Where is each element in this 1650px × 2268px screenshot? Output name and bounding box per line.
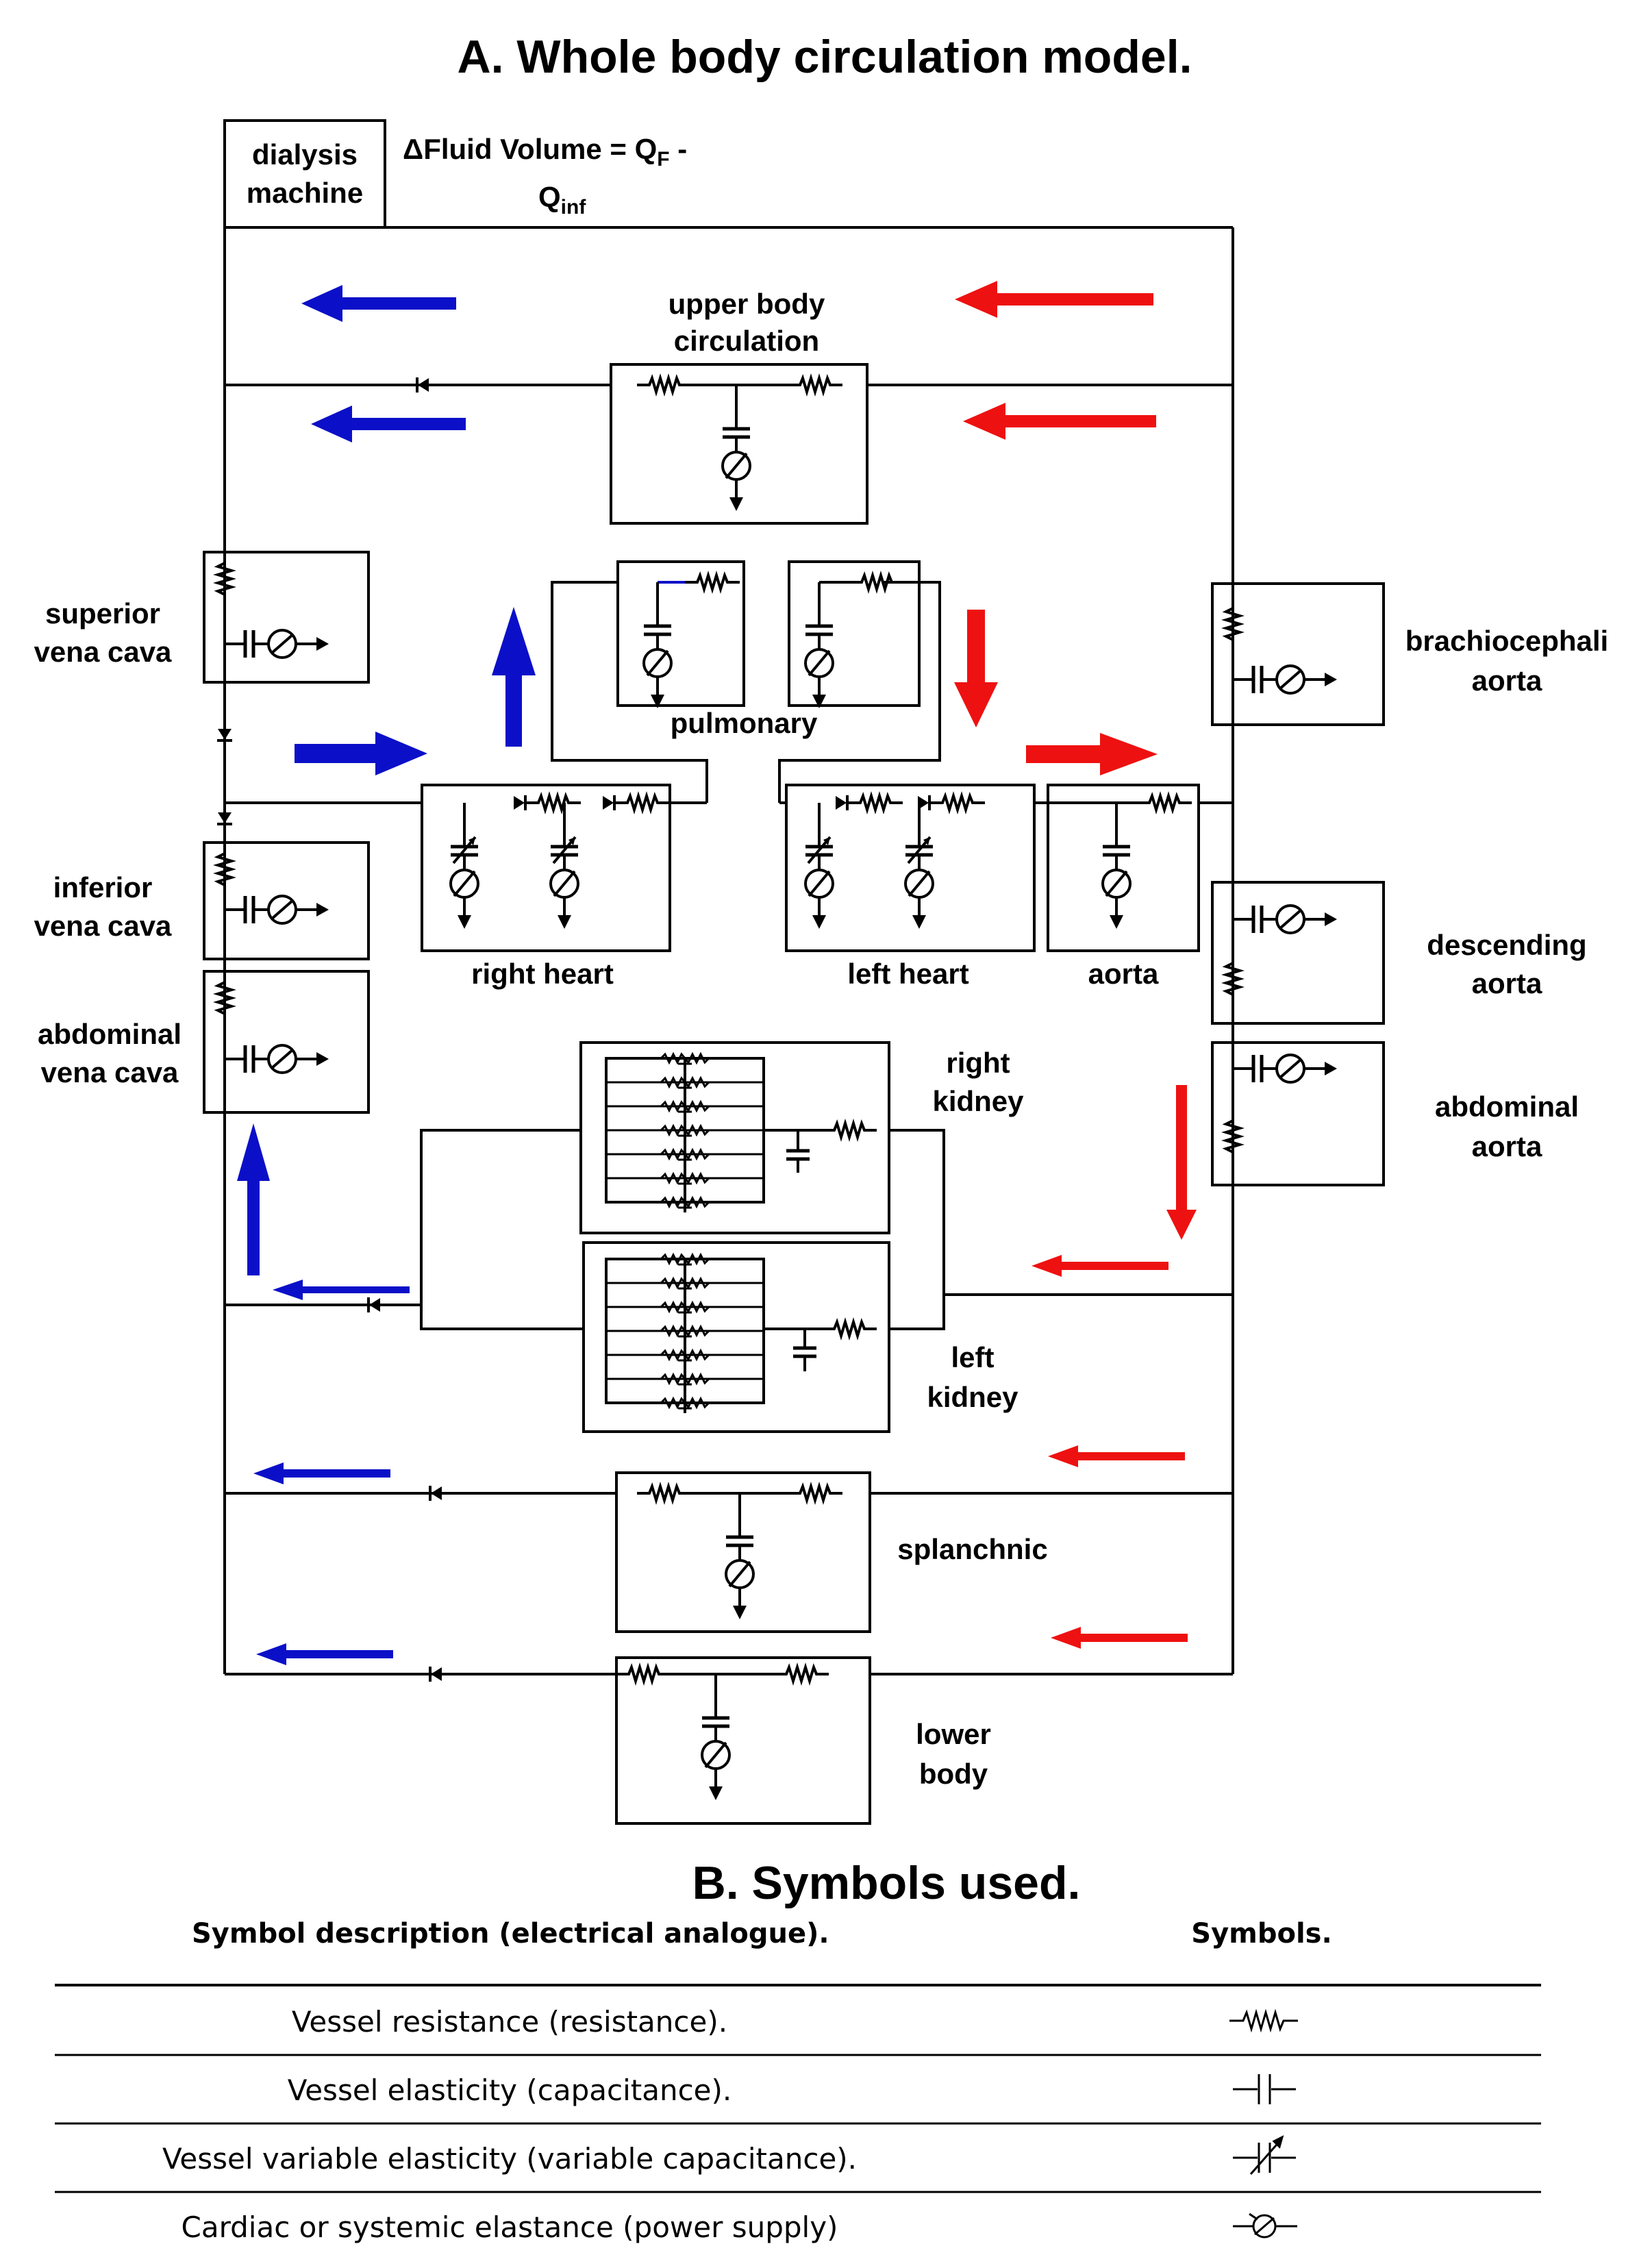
ivc-label-2: vena cava	[34, 910, 172, 942]
dialysis-label-2: machine	[247, 177, 363, 209]
variable-capacitor-icon	[1233, 2135, 1296, 2175]
lower-body-label-2: body	[919, 1758, 988, 1790]
table-header-description: Symbol description (electrical analogue)…	[192, 1918, 829, 1949]
arterial-arrow-icon	[1032, 1255, 1168, 1277]
venous-arrow-icon	[237, 1123, 270, 1275]
dialysis-machine-box	[223, 119, 386, 229]
venous-arrow-icon	[253, 1462, 390, 1484]
arterial-arrow-icon	[963, 403, 1156, 440]
rk-label-2: kidney	[932, 1085, 1024, 1117]
upper-body-label-2: circulation	[674, 325, 819, 357]
splanchnic-valve-icon	[429, 1484, 443, 1502]
table-row-desc-2: Vessel elasticity (capacitance).	[288, 2073, 732, 2107]
resistor-icon	[1229, 2008, 1298, 2033]
avc-label-1: abdominal	[38, 1018, 182, 1050]
arterial-arrow-icon	[1051, 1627, 1188, 1649]
abdominal-aorta-box	[1211, 1041, 1385, 1186]
aorta-box	[1047, 784, 1200, 952]
svc-valve-icon	[216, 727, 234, 742]
abd-label-2: aorta	[1472, 1130, 1542, 1162]
abd-label-1: abdominal	[1435, 1091, 1579, 1123]
left-heart-label: left heart	[847, 958, 968, 990]
arterial-flow-arrows	[954, 281, 1197, 1649]
ivc-label-1: inferior	[53, 871, 153, 904]
venous-arrow-icon	[492, 607, 536, 747]
table-row-desc-1: Vessel resistance (resistance).	[292, 2005, 727, 2039]
capacitor-icon	[1233, 2074, 1296, 2104]
venous-arrow-icon	[311, 406, 466, 443]
kidney-valve-icon	[367, 1296, 382, 1314]
lower-body-label-1: lower	[916, 1718, 991, 1750]
svc-label-1: superior	[45, 597, 160, 630]
lower-body-box	[615, 1656, 871, 1825]
abdominal-vena-cava-box	[203, 970, 370, 1114]
brach-label-1: brachiocephali	[1405, 625, 1608, 657]
rk-label-1: right	[946, 1047, 1010, 1079]
arterial-arrow-icon	[1166, 1085, 1197, 1240]
kidney-wiring	[420, 1129, 945, 1330]
left-kidney-box	[582, 1241, 890, 1433]
arterial-arrow-icon	[1048, 1445, 1185, 1467]
arterial-arrow-icon	[1026, 733, 1158, 775]
arterial-arrow-icon	[955, 281, 1153, 318]
right-heart-box	[421, 784, 707, 952]
lk-label-2: kidney	[927, 1381, 1018, 1413]
descending-aorta-box	[1211, 881, 1385, 1025]
dialysis-label-1: dialysis	[252, 138, 358, 171]
ivc-valve-icon	[216, 811, 234, 825]
power-supply-icon	[1233, 2213, 1297, 2239]
left-heart-box	[779, 784, 1048, 952]
upper-body-valve-icon	[416, 376, 430, 394]
right-heart-label: right heart	[471, 958, 614, 990]
venous-arrow-icon	[256, 1643, 393, 1665]
venous-flow-arrows	[237, 285, 536, 1665]
title-a: A. Whole body circulation model.	[458, 31, 1192, 83]
inferior-vena-cava-box	[203, 841, 370, 960]
table-row-desc-4: Cardiac or systemic elastance (power sup…	[182, 2210, 838, 2244]
venous-arrow-icon	[295, 732, 427, 775]
venous-arrow-icon	[273, 1280, 410, 1300]
brach-label-2: aorta	[1472, 664, 1542, 697]
fluid-volume-equation: ΔFluid Volume = QF -	[403, 133, 687, 171]
splanchnic-label: splanchnic	[897, 1533, 1047, 1565]
upper-body-label-1: upper body	[668, 288, 825, 320]
splanchnic-box	[615, 1471, 871, 1633]
right-kidney-box	[579, 1041, 890, 1234]
symbols-table-rules	[55, 1984, 1541, 2193]
title-b: B. Symbols used.	[692, 1857, 1081, 1909]
pulmonary-label: pulmonary	[671, 707, 818, 739]
arterial-arrow-icon	[954, 610, 998, 727]
desc-label-1: descending	[1427, 929, 1586, 961]
fluid-volume-equation-line2: Qinf	[538, 181, 586, 219]
aorta-label: aorta	[1088, 958, 1159, 990]
lower-body-valve-icon	[429, 1665, 443, 1683]
svc-label-2: vena cava	[34, 636, 172, 668]
avc-label-2: vena cava	[41, 1056, 179, 1088]
venous-arrow-icon	[301, 285, 456, 322]
pulmonary-box-right	[616, 560, 745, 708]
table-row-desc-3: Vessel variable elasticity (variable cap…	[162, 2142, 857, 2176]
table-header-symbols: Symbols.	[1191, 1918, 1332, 1949]
upper-body-circulation-box	[610, 363, 868, 525]
main-circuit-wiring	[223, 226, 1234, 1675]
superior-vena-cava-box	[203, 551, 370, 684]
pulmonary-box-left	[788, 560, 921, 708]
desc-label-2: aorta	[1472, 967, 1542, 999]
brachiocephalic-aorta-box	[1211, 582, 1385, 726]
lk-label-1: left	[951, 1341, 995, 1373]
